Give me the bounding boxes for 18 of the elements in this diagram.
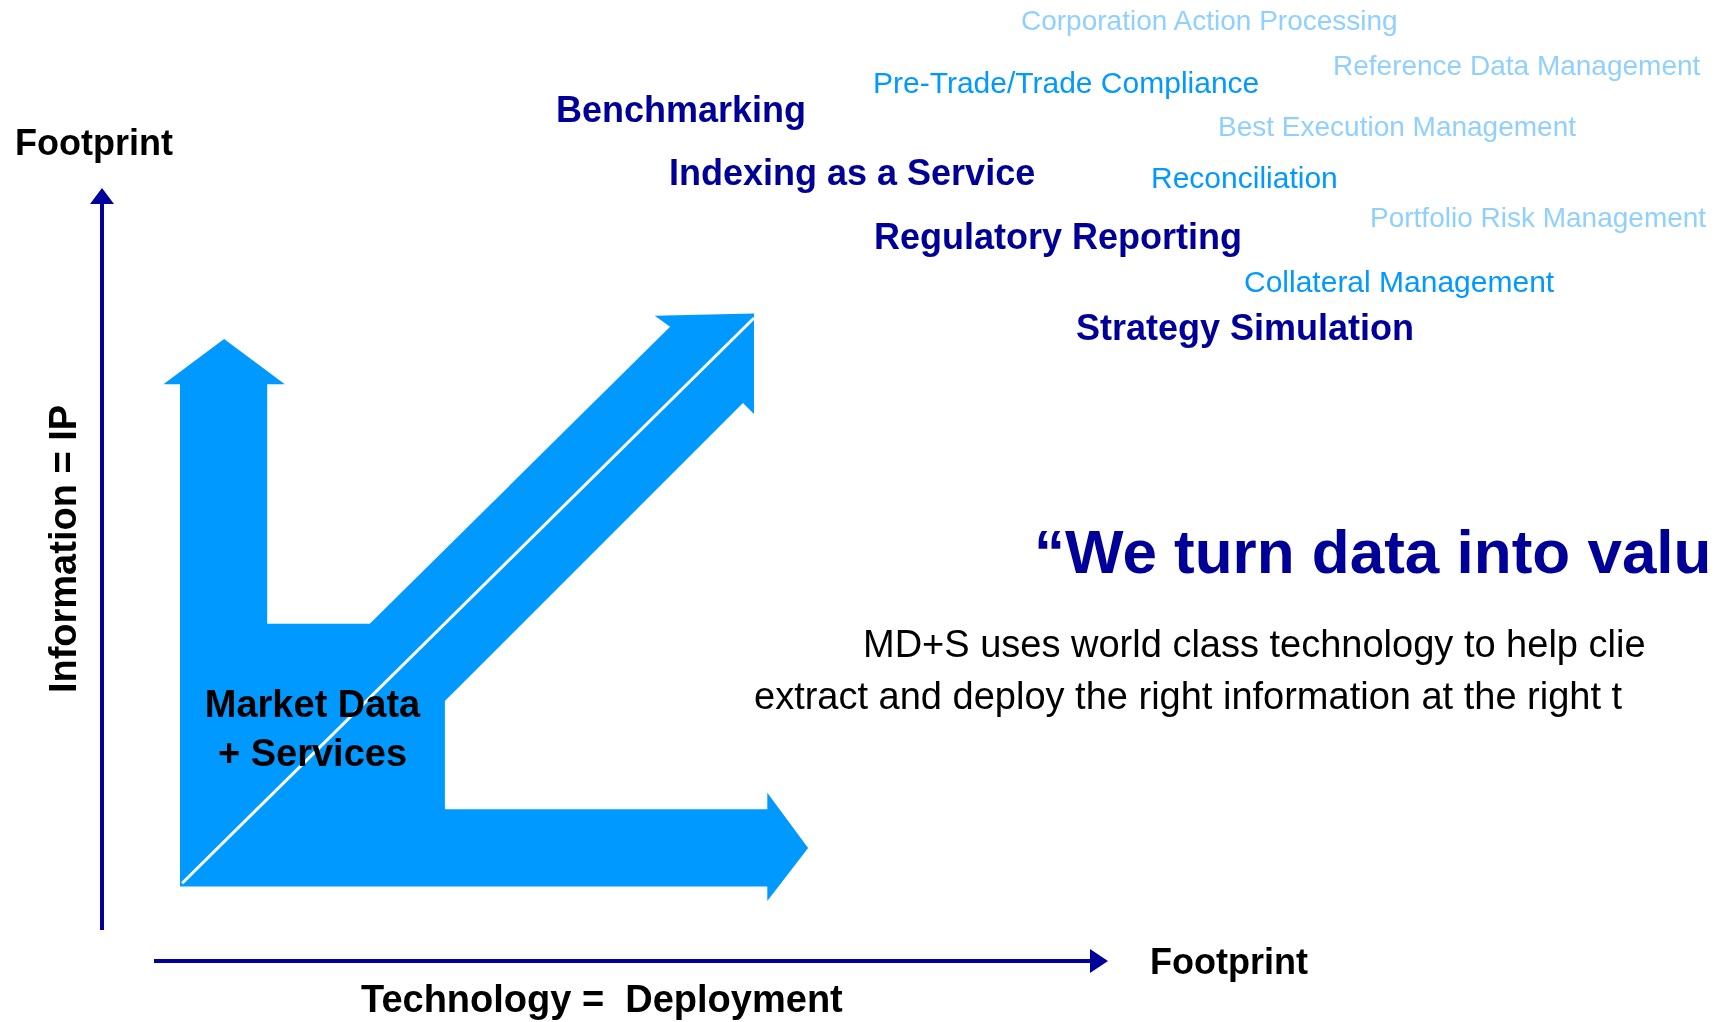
service-label: Regulatory Reporting (874, 219, 1242, 255)
service-label: Indexing as a Service (669, 155, 1036, 191)
service-label: Benchmarking (556, 92, 807, 128)
axis-label: Footprint (1150, 944, 1308, 980)
description-text: extract and deploy the right information at the right t (754, 677, 1623, 715)
axis-label: Information = IP (44, 404, 83, 694)
description-text: MD+S uses world class technology to help clie (863, 625, 1646, 663)
service-label: Pre-Trade/Trade Compliance (873, 68, 1260, 98)
service-label: Portfolio Risk Management (1370, 204, 1707, 232)
service-label: Strategy Simulation (1076, 310, 1415, 346)
service-label: Best Execution Management (1218, 113, 1576, 141)
service-label: Reconciliation (1151, 163, 1338, 193)
service-label: Corporation Action Processing (1021, 7, 1398, 35)
axis-label: Footprint (15, 125, 173, 161)
slogan-heading: “We turn data into valu (1034, 521, 1712, 583)
axis-label: Technology = Deployment (361, 980, 843, 1018)
service-label: Collateral Management (1244, 267, 1555, 297)
service-label: Reference Data Management (1333, 52, 1701, 80)
